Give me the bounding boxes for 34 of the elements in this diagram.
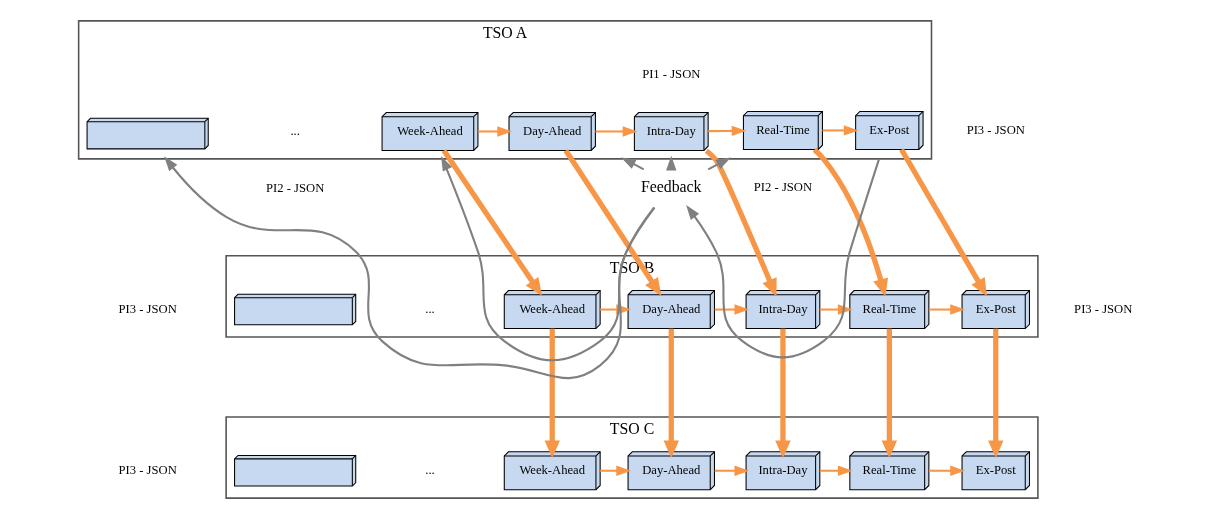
arrow bbox=[478, 126, 513, 137]
arrow bbox=[595, 126, 638, 137]
label: PI3 - JSON bbox=[118, 463, 177, 477]
arrow bbox=[441, 149, 542, 296]
label: ... bbox=[425, 301, 435, 316]
label: PI3 - JSON bbox=[118, 301, 177, 316]
arrow bbox=[621, 157, 645, 171]
label: ... bbox=[425, 463, 435, 477]
label: PI2 - JSON bbox=[266, 180, 325, 195]
arrow bbox=[928, 465, 965, 476]
arrow bbox=[714, 304, 750, 315]
label: PI2 - JSON bbox=[753, 179, 813, 194]
arrow bbox=[440, 156, 656, 362]
arrow bbox=[812, 147, 889, 297]
node-text: Feedback bbox=[641, 178, 702, 196]
arrow bbox=[899, 148, 987, 297]
arrow bbox=[775, 328, 791, 459]
arrow bbox=[714, 465, 750, 476]
arrow bbox=[164, 156, 655, 380]
arrow bbox=[708, 125, 747, 137]
arrow bbox=[544, 328, 560, 459]
label: ... bbox=[290, 123, 300, 138]
label: PI3 - JSON bbox=[1074, 301, 1133, 316]
arrow bbox=[822, 125, 859, 136]
arrow bbox=[707, 157, 731, 171]
arrow bbox=[988, 328, 1004, 459]
label: PI3 - JSON bbox=[966, 122, 1025, 137]
arrow bbox=[928, 304, 965, 315]
arrow bbox=[881, 328, 898, 459]
arrow bbox=[686, 158, 881, 359]
arrow bbox=[819, 465, 853, 476]
arrow bbox=[663, 328, 679, 459]
label: PI1 - JSON bbox=[642, 66, 701, 81]
arrow bbox=[563, 149, 662, 296]
